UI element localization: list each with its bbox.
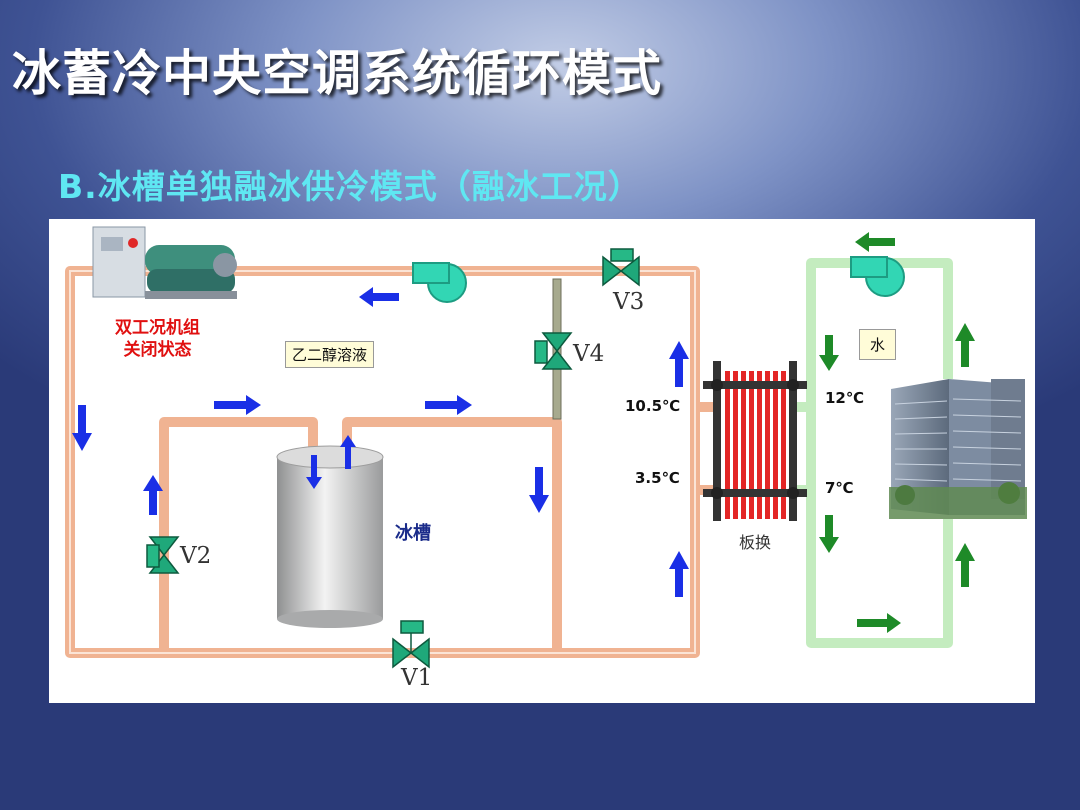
chiller-status-line2: 关闭状态 [123,340,192,360]
water-label: 水 [859,329,897,360]
slide-subtitle: B.冰槽单独融冰供冷模式（融冰工况） [58,167,642,206]
valve-v3 [602,248,640,287]
water-flow-arrows [819,232,975,633]
valve-v2 [146,536,180,574]
cycle-diagram: 双工况机组 关闭状态 乙二醇溶液 冰槽 板换 水 10.5℃ 3.5℃ 12℃ … [49,219,1035,703]
temp-water-supply: 7℃ [825,479,854,497]
slide-title: 冰蓄冷中央空调系统循环模式 [12,45,663,102]
office-building [887,379,1027,519]
water-pump [850,256,905,297]
temp-glycol-return: 10.5℃ [625,397,681,415]
valve-v3-label: V3 [613,289,645,315]
chiller-status-line1: 双工况机组 [115,318,200,338]
valve-v1 [392,620,430,669]
chiller-unit [92,226,237,299]
valve-v4-label: V4 [573,341,605,367]
glycol-flow-arrows [72,287,689,597]
ice-tank-label: 冰槽 [395,523,431,544]
valve-v1-label: V1 [401,665,433,691]
diagram-graphics [65,226,1027,669]
plate-heat-exchanger [703,361,807,521]
ice-tank [276,445,384,628]
glycol-solution-label: 乙二醇溶液 [285,341,375,368]
temp-water-return: 12℃ [825,389,865,407]
valve-v4 [534,332,573,370]
water-loop [806,258,953,648]
valve-v2-label: V2 [180,543,212,569]
temp-glycol-supply: 3.5℃ [635,469,680,487]
chiller-status-label: 双工况机组 关闭状态 [115,317,200,361]
heat-exchanger-label: 板换 [739,533,772,552]
glycol-pump [412,262,467,303]
